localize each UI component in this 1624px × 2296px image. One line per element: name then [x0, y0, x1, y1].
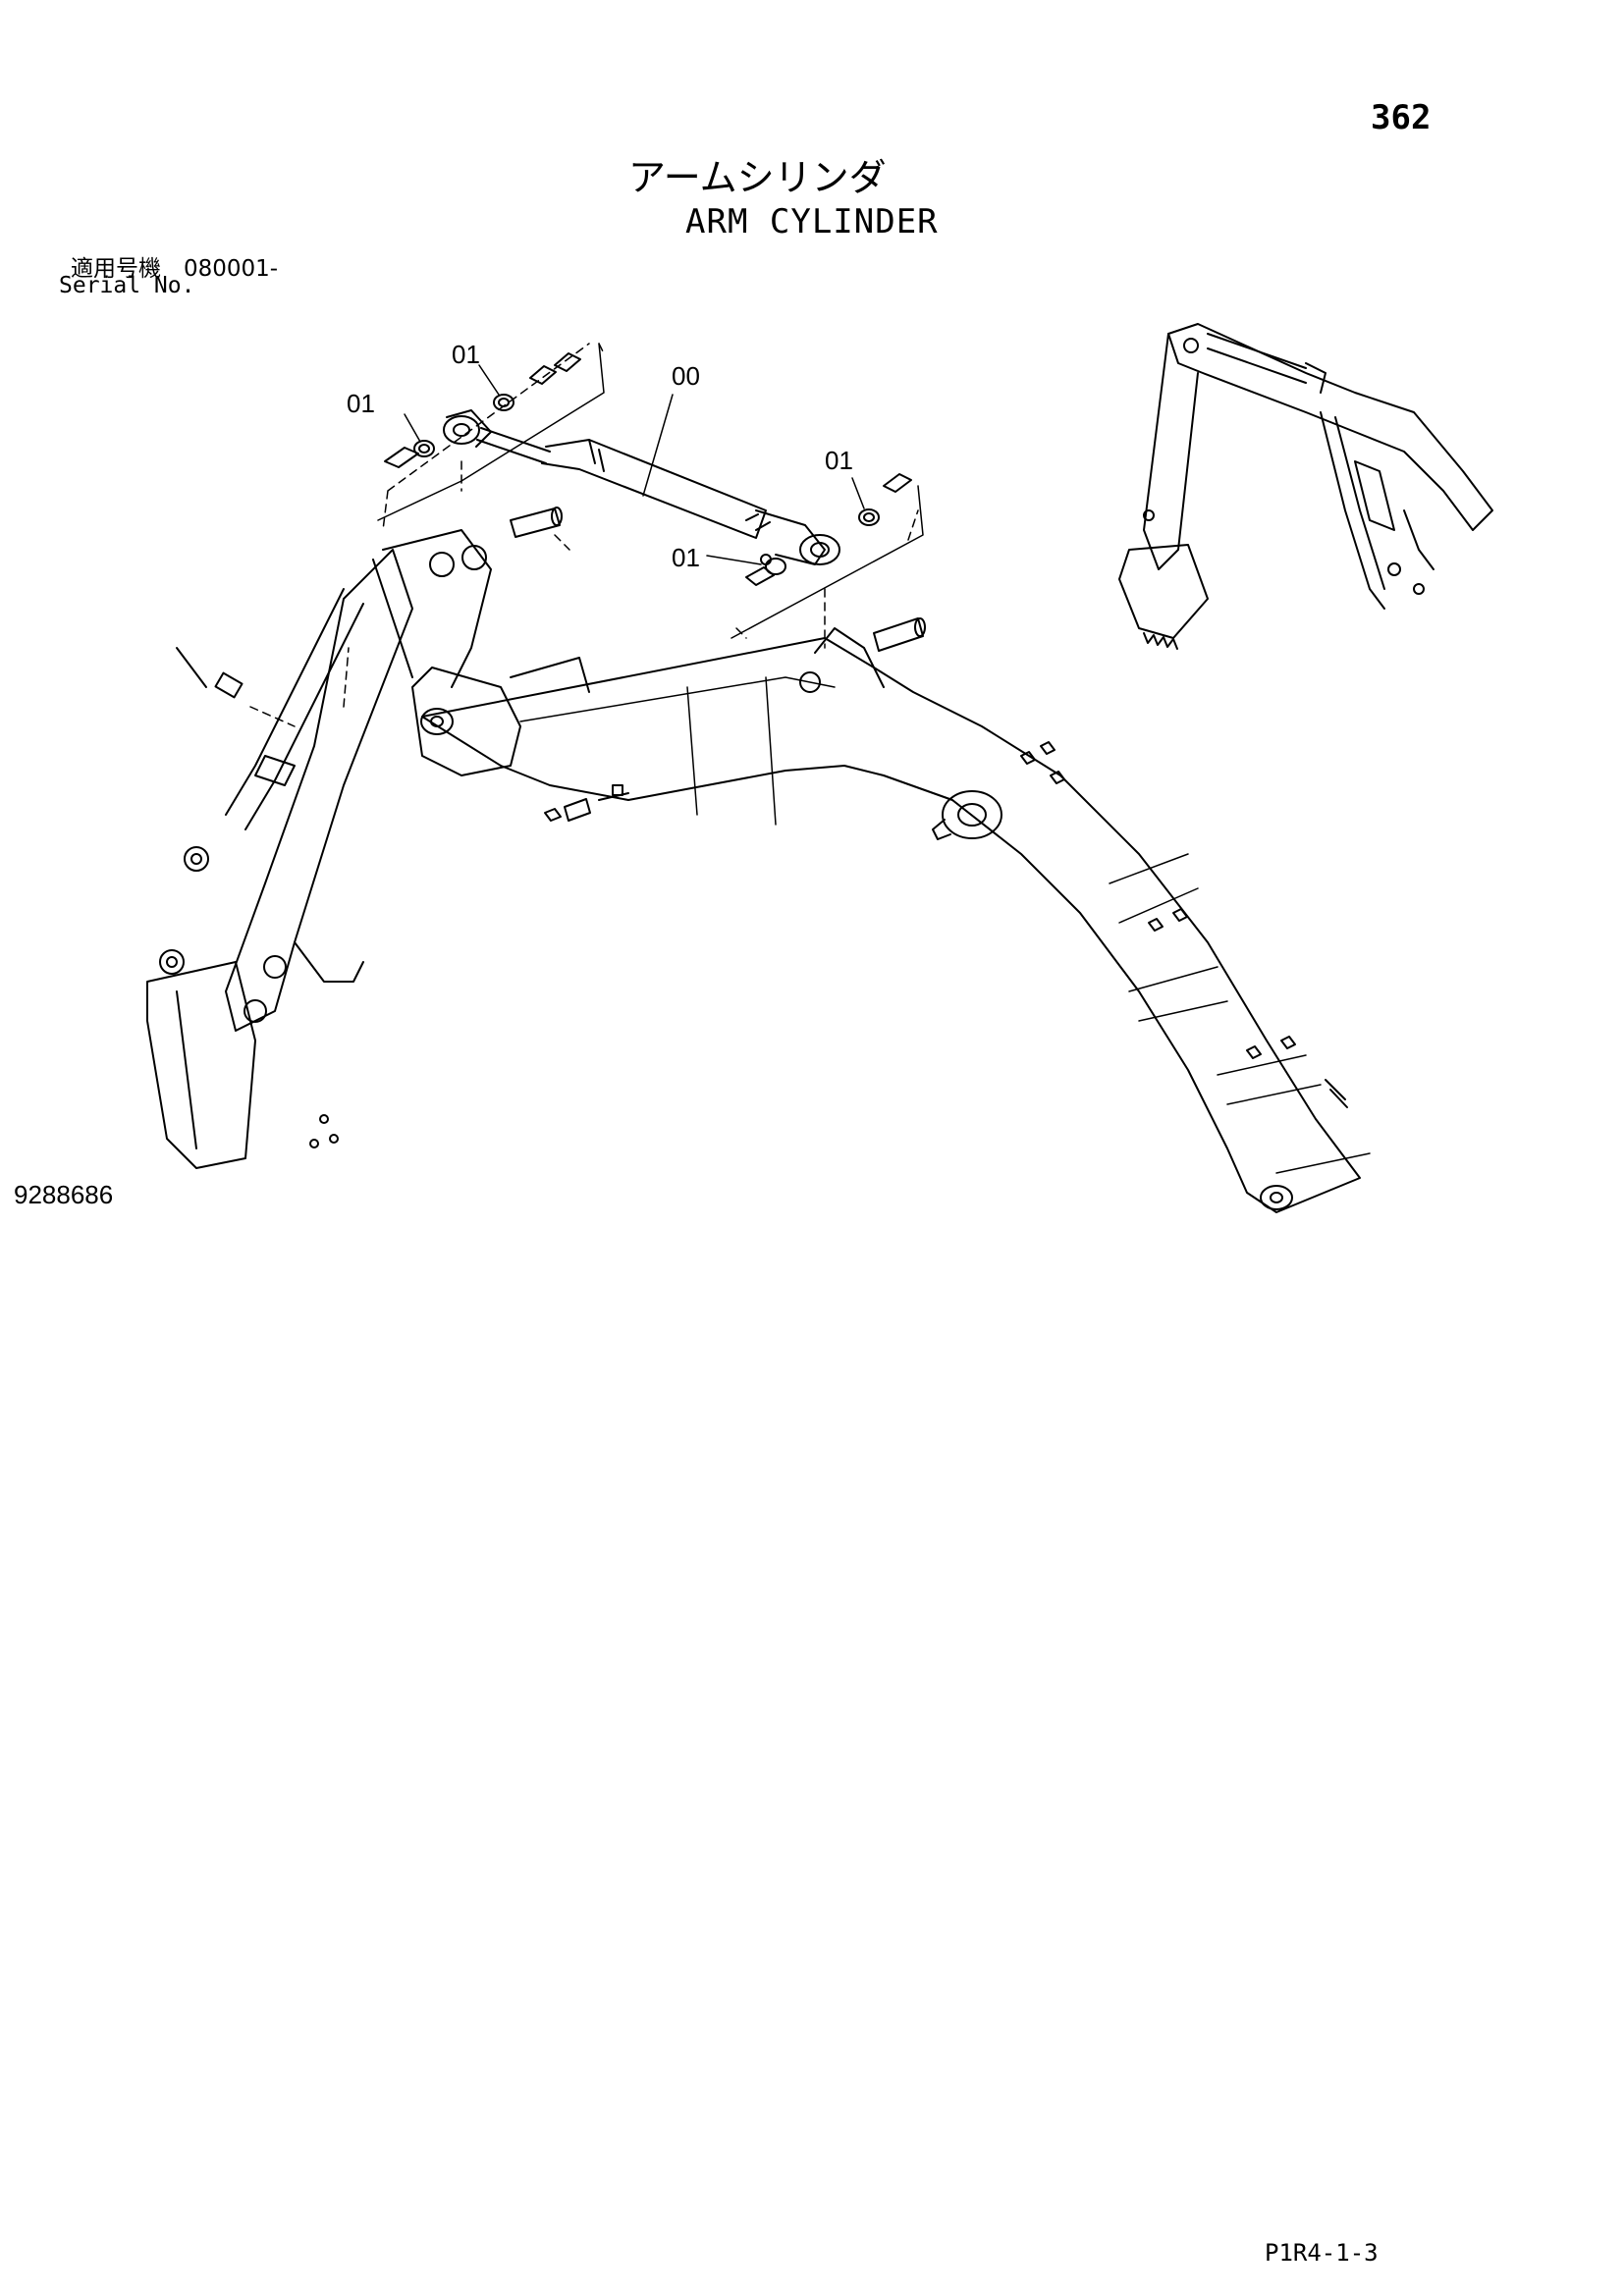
drawing-number: 9288686 [14, 1180, 114, 1209]
hardware-bolts [544, 784, 629, 822]
callout-leaders [404, 364, 865, 565]
footer-code: P1R4-1-3 [1265, 2239, 1379, 2267]
serial-applicable-label: 適用号機 080001- [71, 256, 279, 282]
page-number: 362 [1371, 98, 1432, 137]
callout-01-b: 01 [347, 389, 375, 418]
arm-head-bracket [372, 529, 521, 776]
parts-diagram: 01 00 01 01 01 [146, 323, 1493, 1213]
arm-cylinder [443, 409, 840, 565]
callout-01-d: 01 [672, 543, 700, 572]
pin-and-bushings [377, 343, 926, 652]
boom-structure [146, 549, 413, 1169]
callout-01-c: 01 [825, 446, 853, 475]
callout-01-a: 01 [452, 340, 480, 369]
title-english: ARM CYLINDER [685, 202, 939, 241]
callout-00: 00 [672, 361, 700, 391]
title-japanese: アームシリンダ [628, 156, 887, 199]
serial-number-label: Serial No. [59, 273, 195, 298]
inset-excavator-view [1118, 323, 1493, 650]
arm-structure [421, 627, 1371, 1213]
